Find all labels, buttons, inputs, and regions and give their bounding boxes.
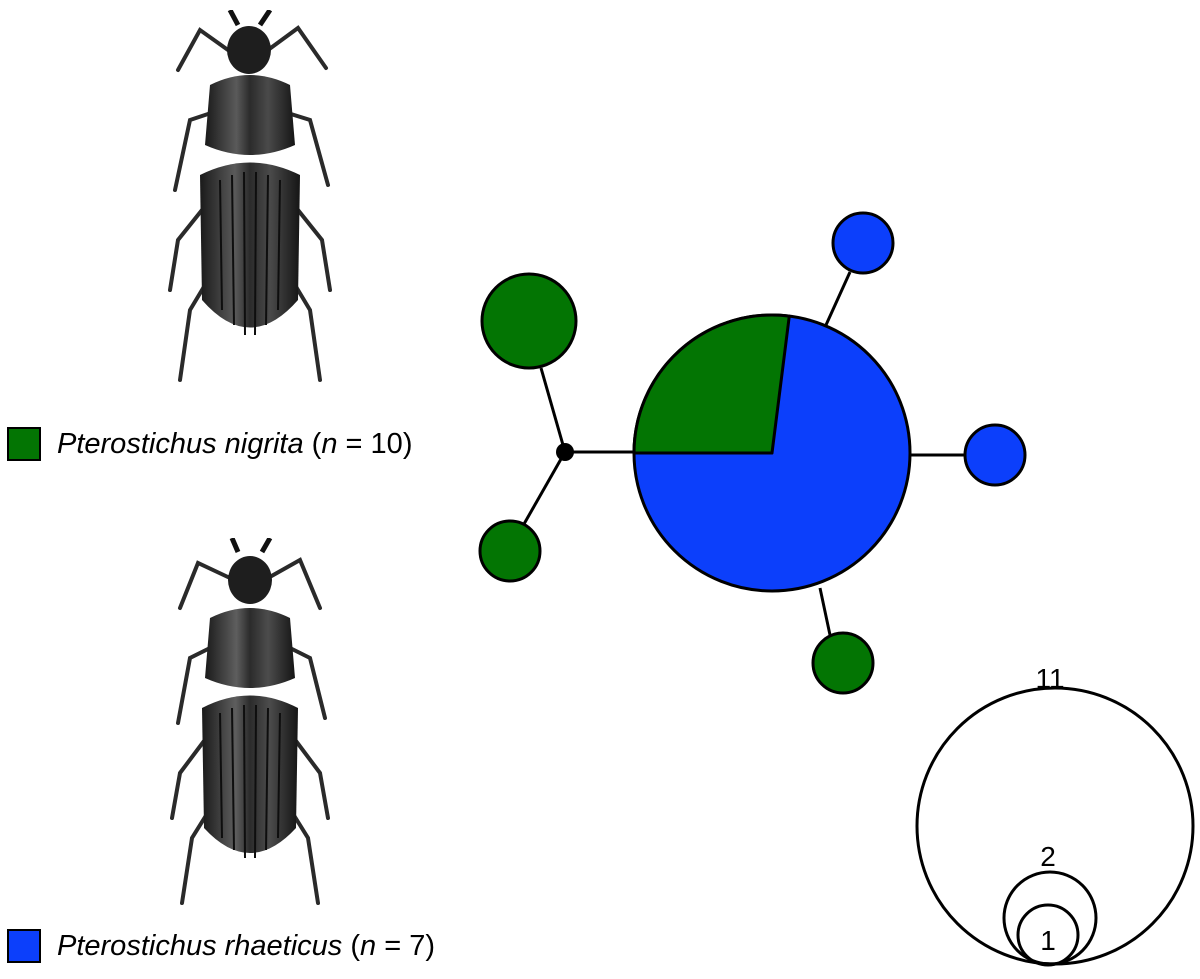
scale-label-11: 11 <box>1035 663 1064 694</box>
scale-label-2: 2 <box>1040 841 1056 872</box>
median-vector-node <box>556 443 574 461</box>
scale-label-1: 1 <box>1040 925 1056 956</box>
network-edge <box>522 451 567 525</box>
haplotype-nigrita-1a <box>478 519 542 583</box>
legend-swatch-nigrita <box>7 427 41 461</box>
haplotype-rhaeticus-1a <box>831 211 895 275</box>
size-scale-legend: 11 2 1 <box>915 663 1195 967</box>
legend-label-rhaeticus: Pterostichus rhaeticus (n = 7) <box>57 929 436 962</box>
network-edge <box>818 587 832 636</box>
network-edge <box>824 271 852 326</box>
haplotype-nigrita-2 <box>480 272 578 370</box>
central-haplotype-nigrita-slice <box>632 313 791 455</box>
legend-item-rhaeticus: Pterostichus rhaeticus (n = 7) <box>7 929 435 963</box>
central-haplotype-pie <box>632 313 912 593</box>
scale-circle-1 <box>1016 903 1080 967</box>
network-edge <box>539 367 567 453</box>
legend-swatch-rhaeticus <box>7 929 41 963</box>
beetle-pterostichus-rhaeticus-image <box>170 538 330 905</box>
legend-item-nigrita: Pterostichus nigrita (n = 10) <box>7 427 412 461</box>
beetle-pterostichus-nigrita-image <box>168 10 332 382</box>
scale-circle-11 <box>915 686 1195 966</box>
haplotype-nigrita-1b <box>811 631 875 695</box>
legend-label-nigrita: Pterostichus nigrita (n = 10) <box>57 427 413 460</box>
haplotype-rhaeticus-1b <box>963 423 1027 487</box>
